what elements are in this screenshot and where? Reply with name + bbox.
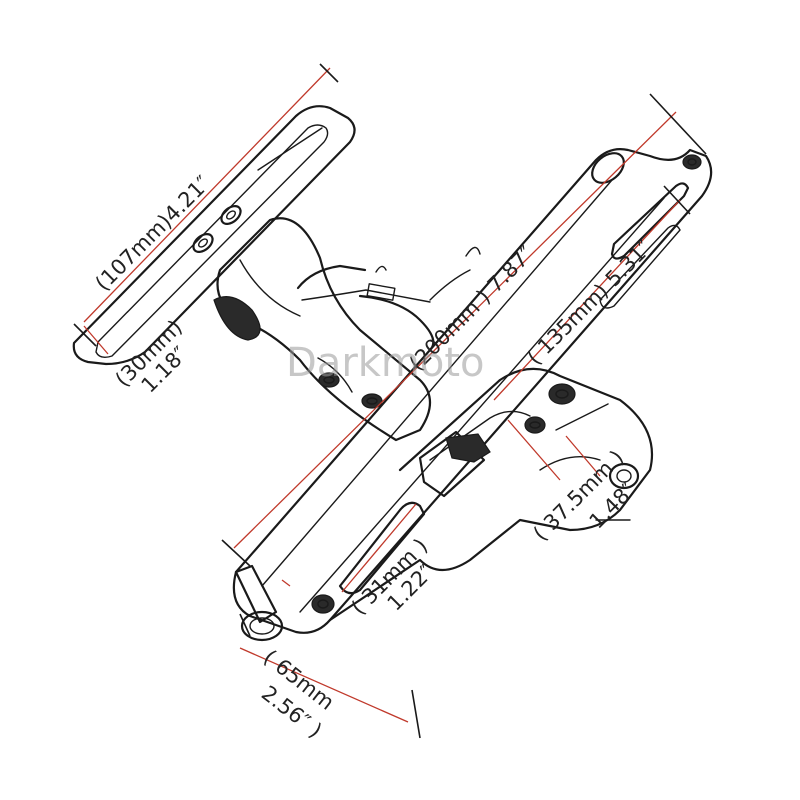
bracket-neck (213, 217, 432, 442)
arm-length-label: ( 135mm) 5.31″ (523, 236, 657, 370)
bracket-drawing (72, 105, 713, 642)
wire-harness (296, 246, 481, 352)
watermark: Darkmoto (286, 340, 485, 386)
dimension-lines (73, 63, 707, 739)
main-arm (232, 148, 713, 642)
plate-holder (328, 367, 654, 622)
bracket-width-label: (107mm)4.21″ (91, 171, 216, 296)
mount-plate (72, 105, 356, 366)
